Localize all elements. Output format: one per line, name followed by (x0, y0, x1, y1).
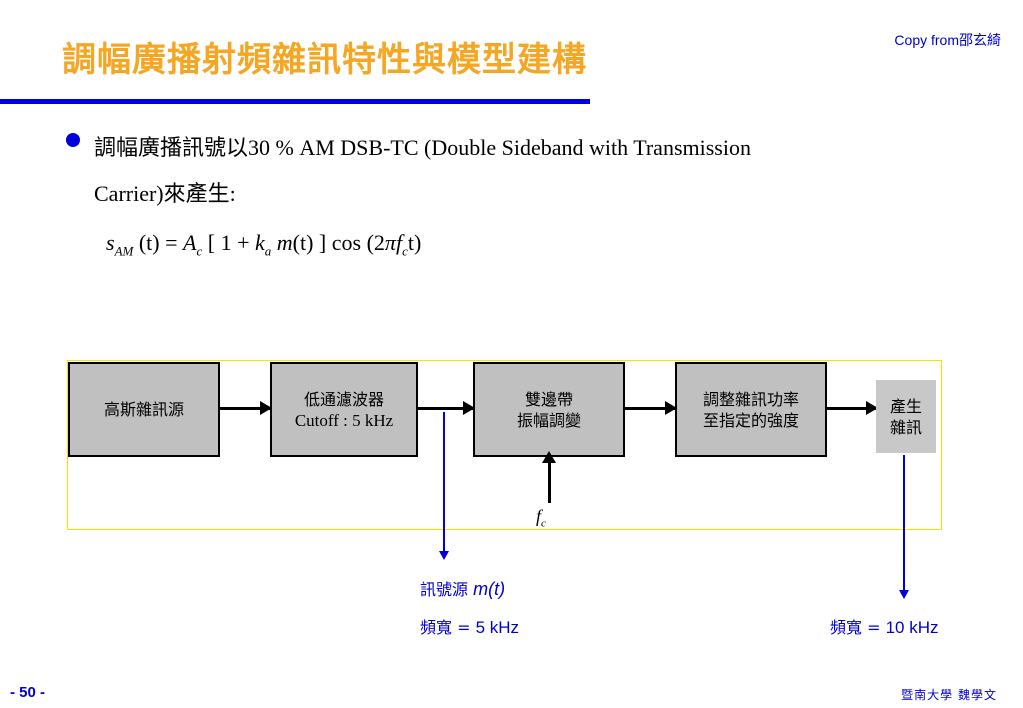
carrier-f: f (536, 506, 542, 526)
carrier-sub: c (541, 517, 546, 530)
signal-source-note: 訊號源 m(t) (420, 576, 505, 600)
signal-bandwidth-note: 頻寬 = 5 kHz (420, 614, 519, 638)
arrow-dsb-to-adjust (625, 402, 677, 414)
copy-note: Copy from邵玄綺 (894, 32, 1001, 48)
output-tap-line (900, 455, 908, 599)
author-credit: 暨南大學 魏學文 (901, 688, 997, 702)
signal-bw-value: 5 kHz (475, 618, 520, 637)
title-underline (0, 99, 590, 104)
formula-t1: (t) (138, 230, 160, 255)
output-label-2: 雜訊 (889, 417, 922, 437)
bullet-icon (66, 133, 80, 147)
slide-title: 調幅廣播射頻雜訊特性與模型建構 (62, 40, 587, 80)
output-label-1: 產生 (889, 396, 922, 416)
formula-f: f (395, 230, 403, 255)
carrier-arrow (543, 451, 555, 503)
formula-A: A (183, 230, 197, 255)
dsb-label-1: 雙邊帶 (524, 389, 573, 409)
lpf-label: 低通濾波器 (303, 389, 384, 409)
formula-k: k (255, 230, 265, 255)
power-adjust-block: 調整雜訊功率 至指定的強度 (675, 362, 827, 457)
formula-s: s (106, 230, 115, 255)
adjust-label-2: 至指定的強度 (702, 410, 799, 430)
gaussian-source-label: 高斯雜訊源 (103, 400, 184, 419)
formula-A-sub: c (196, 243, 203, 259)
bullet-line-2: Carrier)來產生: (94, 181, 236, 206)
arrow-adjust-to-output (827, 402, 878, 414)
formula-eq: = (159, 230, 184, 255)
lpf-block: 低通濾波器 Cutoff : 5 kHz (270, 362, 418, 457)
adjust-label-1: 調整雜訊功率 (702, 389, 799, 409)
formula-lb: [ 1 + (202, 230, 255, 255)
arrow-lpf-to-dsb (418, 402, 475, 414)
page-number: - 50 - (10, 684, 46, 701)
gaussian-source-block: 高斯雜訊源 (68, 362, 220, 457)
carrier-label: fc (536, 506, 546, 530)
formula-pi: π (384, 230, 396, 255)
formula-m: m (271, 230, 293, 255)
signal-source-name: m(t) (473, 579, 506, 599)
formula-f-sub: c (402, 243, 408, 259)
am-formula: sAM (t) = Ac [ 1 + ka m(t) ] cos (2πfct) (106, 230, 421, 259)
lpf-cutoff: Cutoff : 5 kHz (294, 410, 394, 430)
diagram-frame (67, 360, 942, 530)
signal-source-prefix: 訊號源 (420, 580, 474, 599)
signal-tap-line (440, 412, 448, 560)
output-noise-block: 產生 雜訊 (876, 380, 936, 453)
output-bw-value: 10 kHz (885, 618, 939, 637)
output-bw-prefix: 頻寬 = (830, 618, 886, 637)
arrow-source-to-lpf (220, 402, 272, 414)
bullet-text: 調幅廣播訊號以30 % AM DSB-TC (Double Sideband w… (94, 125, 914, 217)
signal-bw-prefix: 頻寬 = (420, 618, 476, 637)
dsb-modulation-block: 雙邊帶 振幅調變 (473, 362, 625, 457)
bullet-line-1: 調幅廣播訊號以30 % AM DSB-TC (Double Sideband w… (94, 135, 751, 160)
formula-s-sub: AM (114, 243, 134, 259)
output-bandwidth-note: 頻寬 = 10 kHz (830, 614, 939, 638)
formula-k-sub: a (264, 243, 272, 259)
formula-t2: (t) ] cos (2 (292, 230, 385, 255)
formula-t3: t) (407, 230, 422, 255)
dsb-label-2: 振幅調變 (516, 410, 581, 430)
